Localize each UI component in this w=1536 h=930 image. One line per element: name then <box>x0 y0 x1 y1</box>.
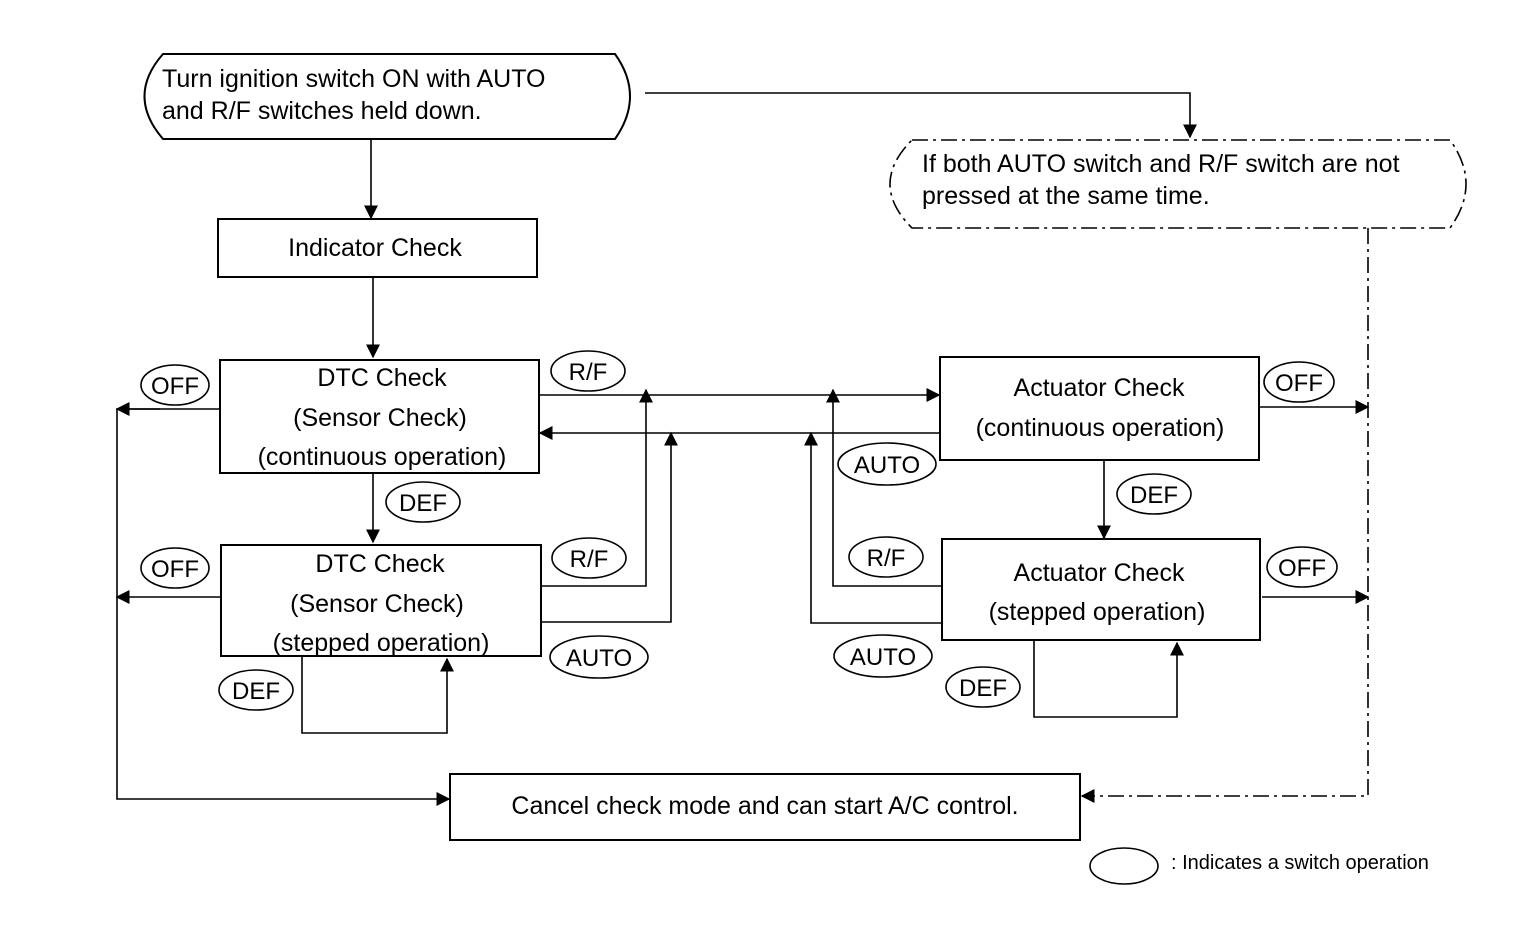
connector-off-bus <box>116 408 451 806</box>
dtc-continuous-line-2: (Sensor Check) <box>293 404 467 432</box>
switch-off-1: OFF <box>140 364 210 406</box>
actuator-stepped-line-1: Actuator Check <box>1014 559 1185 587</box>
legend-oval-symbol <box>1089 847 1159 885</box>
connectors <box>115 92 1370 806</box>
connector-actuator-stepped-auto <box>804 431 941 624</box>
switch-def-4-label: DEF <box>959 675 1007 702</box>
actuator-continuous-line-2: (continuous operation) <box>976 414 1225 442</box>
switch-off-1-label: OFF <box>151 373 199 400</box>
dtc-stepped-line-3: (stepped operation) <box>273 629 490 657</box>
start-node: Turn ignition switch ON with AUTO and R/… <box>143 53 631 140</box>
connector-dtc-stepped-def-loop <box>301 657 454 734</box>
actuator-continuous-line-1: Actuator Check <box>1014 374 1185 402</box>
switch-rf-3: R/F <box>848 536 924 578</box>
connector-right-bus <box>1080 228 1369 803</box>
switch-off-3: OFF <box>1263 361 1335 403</box>
legend-text: : Indicates a switch operation <box>1171 852 1429 874</box>
switch-off-4-label: OFF <box>1278 555 1326 582</box>
indicator-check-label: Indicator Check <box>288 234 462 262</box>
switch-def-2-label: DEF <box>232 678 280 705</box>
actuator-continuous-node: Actuator Check (continuous operation) <box>939 356 1260 461</box>
legend: : Indicates a switch operation <box>1089 847 1429 885</box>
dtc-stepped-line-2: (Sensor Check) <box>290 590 464 618</box>
switch-auto-3-label: AUTO <box>850 644 916 671</box>
connector-actuator-stepped-rf <box>826 388 941 587</box>
switch-auto-2-label: AUTO <box>854 452 920 479</box>
actuator-stepped-line-2: (stepped operation) <box>989 598 1206 626</box>
cancel-node: Cancel check mode and can start A/C cont… <box>449 773 1081 841</box>
connector-start-to-alt <box>645 92 1197 139</box>
connector-actuator-stepped-def-loop <box>1033 641 1184 718</box>
alt-start-line-1: If both AUTO switch and R/F switch are n… <box>922 150 1400 178</box>
actuator-stepped-node: Actuator Check (stepped operation) <box>941 538 1261 641</box>
connector-dtc-stepped-auto <box>542 431 678 623</box>
switch-auto-1-label: AUTO <box>566 645 632 672</box>
switch-def-1: DEF <box>385 481 461 523</box>
alt-start-node: If both AUTO switch and R/F switch are n… <box>889 139 1467 229</box>
switch-auto-3: AUTO <box>833 634 933 678</box>
start-line-1: Turn ignition switch ON with AUTO <box>162 65 545 93</box>
dtc-continuous-node: DTC Check (Sensor Check) (continuous ope… <box>219 359 540 474</box>
switch-rf-2-label: R/F <box>570 546 609 573</box>
switch-rf-2: R/F <box>551 537 627 579</box>
start-line-2: and R/F switches held down. <box>162 97 482 125</box>
switch-off-4: OFF <box>1266 546 1338 588</box>
dtc-continuous-line-3: (continuous operation) <box>258 443 507 471</box>
dtc-continuous-line-1: DTC Check <box>317 364 447 392</box>
switch-def-3: DEF <box>1116 473 1192 515</box>
cancel-label: Cancel check mode and can start A/C cont… <box>511 792 1018 820</box>
switch-def-2: DEF <box>218 669 294 711</box>
switch-off-2: OFF <box>140 547 210 589</box>
alt-start-line-2: pressed at the same time. <box>922 182 1210 210</box>
switch-def-3-label: DEF <box>1130 482 1178 509</box>
switch-def-4: DEF <box>945 666 1021 708</box>
switch-rf-3-label: R/F <box>867 545 906 572</box>
connector-dtc-stepped-rf <box>542 388 653 587</box>
switch-rf-1-label: R/F <box>569 359 608 386</box>
dtc-stepped-node: DTC Check (Sensor Check) (stepped operat… <box>220 544 542 657</box>
switch-off-2-label: OFF <box>151 556 199 583</box>
switch-off-3-label: OFF <box>1275 370 1323 397</box>
indicator-check-node: Indicator Check <box>217 218 538 278</box>
switch-def-1-label: DEF <box>399 490 447 517</box>
switch-rf-1: R/F <box>550 350 626 392</box>
switch-auto-2: AUTO <box>837 442 937 486</box>
switch-auto-1: AUTO <box>549 635 649 679</box>
dtc-stepped-line-1: DTC Check <box>315 550 445 578</box>
